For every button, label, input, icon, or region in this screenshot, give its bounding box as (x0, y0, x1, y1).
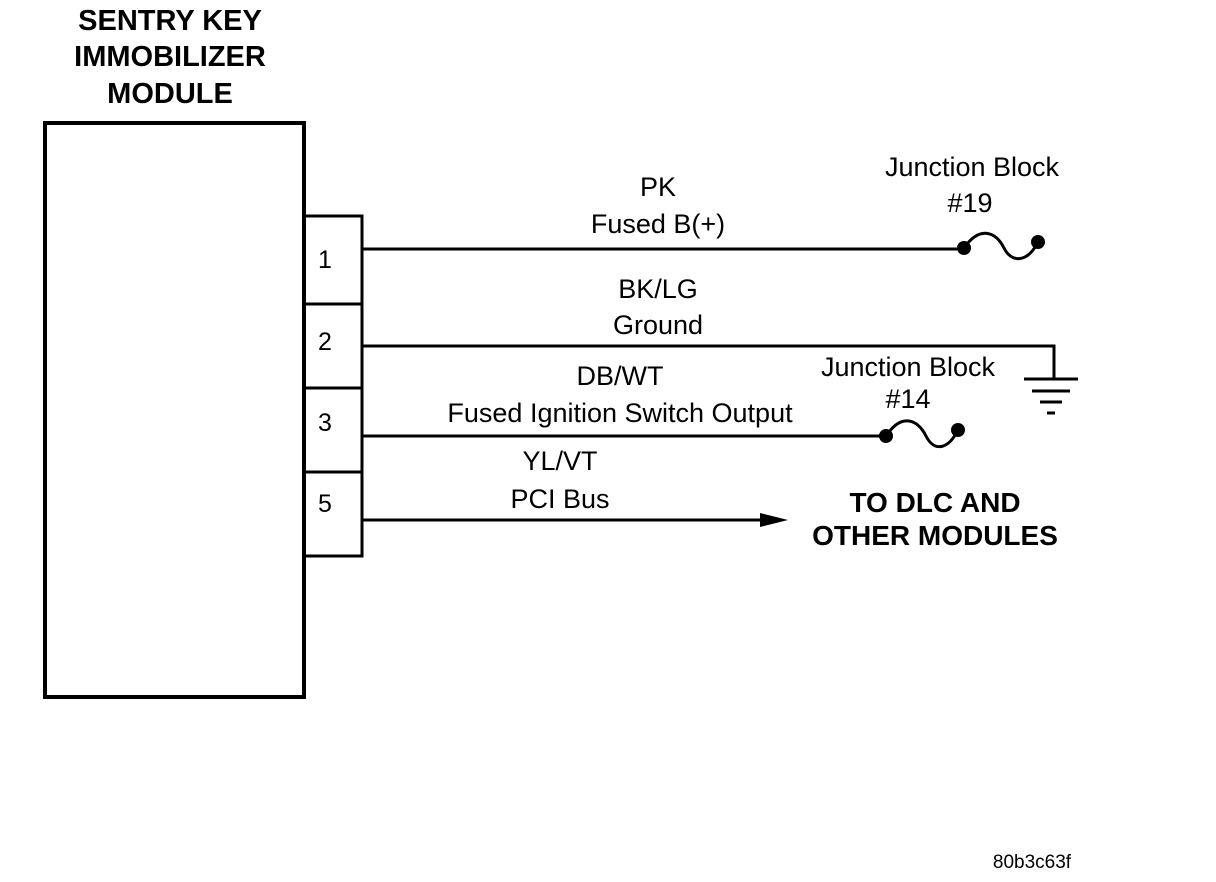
pin-box-2 (302, 302, 364, 390)
module-box (43, 121, 306, 699)
wire-function-ground: Ground (613, 310, 703, 340)
pin-box-3 (302, 386, 364, 474)
pin-number-3: 3 (318, 409, 332, 437)
fuse-icon (957, 231, 1045, 260)
circuit-pin-3: DB/WT Fused Ignition Switch Output Junct… (362, 352, 996, 448)
destination-line-1: TO DLC AND (849, 487, 1020, 518)
fuse-icon (879, 419, 965, 448)
circuit-pin-1: PK Fused B(+) Junction Block #19 (362, 152, 1060, 260)
wire-color-pk: PK (640, 172, 676, 202)
pin-number-1: 1 (318, 246, 332, 274)
junction-block-14-label: Junction Block (821, 352, 996, 382)
pin-number-5: 5 (318, 490, 332, 518)
connector: 1 2 3 5 (302, 214, 364, 558)
wire-bk-lg (362, 344, 1056, 378)
wire-color-db-wt: DB/WT (577, 361, 664, 391)
module-title-line-3: MODULE (107, 78, 233, 110)
junction-block-14-number: #14 (885, 384, 930, 414)
wire-color-yl-vt: YL/VT (522, 446, 597, 476)
arrow-right-icon (760, 513, 788, 527)
circuit-pin-5: YL/VT PCI Bus TO DLC AND OTHER MODULES (362, 446, 1058, 551)
destination-line-2: OTHER MODULES (812, 520, 1058, 551)
pin-box-1 (302, 214, 364, 306)
wire-function-fused-ignition: Fused Ignition Switch Output (447, 398, 793, 428)
junction-block-19-number: #19 (947, 188, 992, 218)
pin-number-2: 2 (318, 328, 332, 356)
pin-box-5 (302, 470, 364, 558)
module-title-line-1: SENTRY KEY (78, 5, 262, 37)
wire-function-pci-bus: PCI Bus (510, 484, 609, 514)
ground-icon (1024, 377, 1078, 415)
module-title-line-2: IMMOBILIZER (74, 41, 266, 73)
wire-function-fused-b-plus: Fused B(+) (591, 209, 725, 239)
wire-color-bk-lg: BK/LG (618, 274, 698, 304)
junction-block-19-label: Junction Block (885, 152, 1060, 182)
figure-code: 80b3c63f (993, 852, 1072, 873)
circuit-pin-2: BK/LG Ground (362, 274, 1078, 415)
